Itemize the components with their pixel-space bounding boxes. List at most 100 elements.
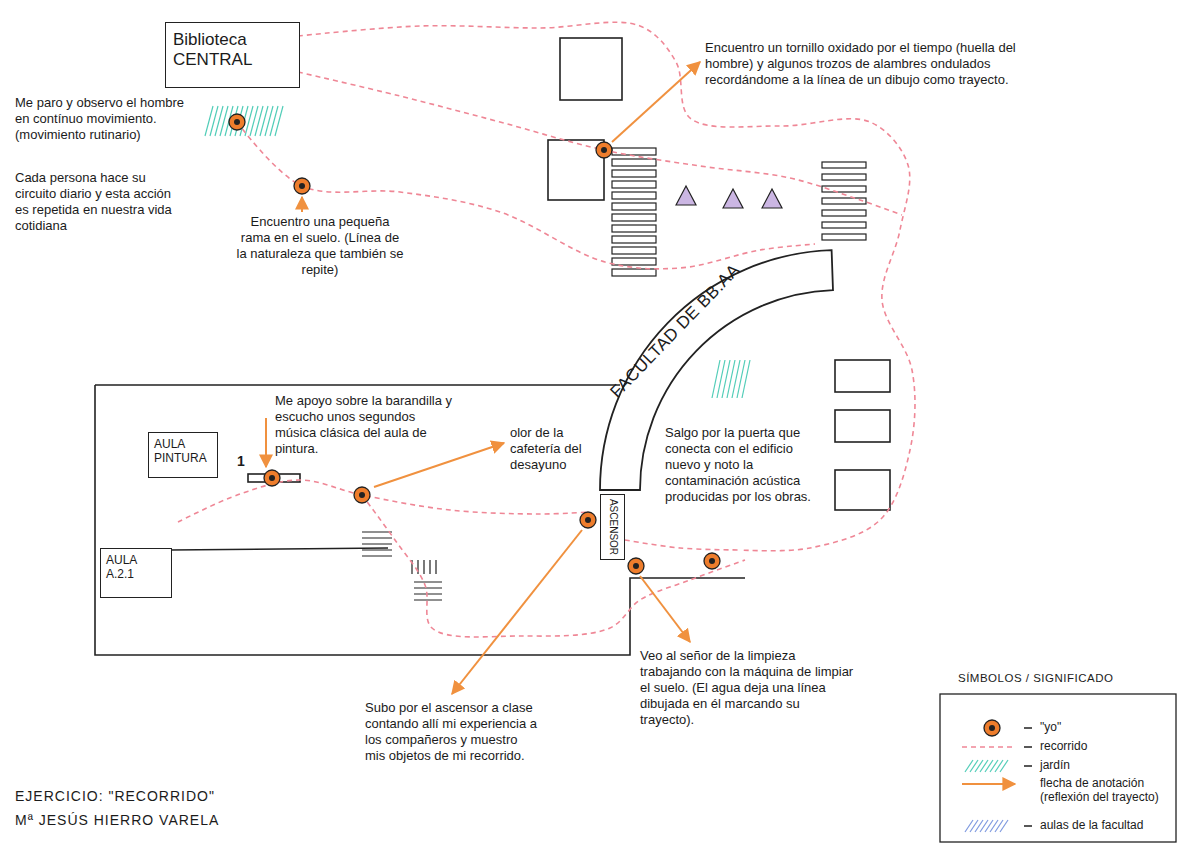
legend-frame bbox=[1024, 728, 1032, 826]
stairs bbox=[362, 148, 866, 600]
elevator-box: ASCENSOR bbox=[600, 494, 625, 560]
callout-number: 1 bbox=[237, 453, 249, 469]
legend-text: flecha de anotación (reflexión del traye… bbox=[1040, 776, 1172, 804]
self-marker bbox=[628, 558, 644, 574]
stairs bbox=[612, 247, 656, 254]
route-line bbox=[298, 22, 915, 551]
stairs bbox=[612, 225, 656, 232]
garden-hatch bbox=[742, 360, 750, 398]
self-marker bbox=[633, 563, 639, 569]
annotation-arrow bbox=[265, 418, 267, 467]
self-marker bbox=[354, 487, 370, 503]
stairs bbox=[612, 203, 656, 210]
self-marker bbox=[264, 470, 280, 486]
self-marker bbox=[234, 119, 240, 125]
annotation-note: Subo por el ascensor a clase contando al… bbox=[365, 700, 540, 764]
annotation-note: Veo al señor de la limpieza trabajando c… bbox=[640, 648, 855, 728]
legend-title: SÍMBOLOS / SIGNIFICADO bbox=[958, 670, 1173, 686]
annotation-note: Encuentro un tornillo oxidado por el tie… bbox=[705, 40, 1035, 88]
stairs bbox=[612, 148, 656, 155]
garden-hatch bbox=[1000, 820, 1008, 832]
tree-triangles bbox=[676, 186, 782, 208]
building-outline bbox=[835, 410, 890, 442]
legend-frame bbox=[940, 694, 1176, 842]
self-marker bbox=[269, 475, 275, 481]
self-marker bbox=[984, 720, 1000, 736]
annotation-note: Salgo por la puerta que conecta con el e… bbox=[665, 425, 825, 505]
stairs bbox=[822, 198, 866, 204]
building-outline bbox=[835, 470, 890, 510]
self-marker bbox=[984, 720, 1000, 736]
tree-triangles bbox=[676, 186, 696, 205]
route-line bbox=[625, 540, 740, 550]
annotation-note: Encuentro una pequeña rama en el suelo. … bbox=[235, 214, 405, 278]
building-outline bbox=[835, 360, 890, 392]
stairs bbox=[612, 159, 656, 166]
legend-text: jardín bbox=[1040, 758, 1172, 772]
stairs bbox=[822, 210, 866, 216]
legend-text: "yo" bbox=[1040, 720, 1172, 734]
self-marker bbox=[294, 178, 310, 194]
self-marker bbox=[989, 725, 995, 731]
garden-hatch bbox=[275, 106, 283, 136]
stairs bbox=[822, 174, 866, 180]
node-label: Biblioteca CENTRAL bbox=[173, 30, 288, 69]
stairs bbox=[822, 234, 866, 240]
self-marker bbox=[294, 178, 310, 194]
building-outline bbox=[95, 38, 890, 655]
node-label: ASCENSOR bbox=[608, 499, 618, 555]
stairs bbox=[612, 269, 656, 276]
classroom-box: AULA A.2.1 bbox=[100, 548, 172, 598]
annotation-arrow bbox=[374, 443, 504, 487]
stairs bbox=[612, 258, 656, 265]
stairs bbox=[822, 162, 866, 168]
stairs bbox=[612, 170, 656, 177]
self-marker bbox=[596, 142, 612, 158]
self-marker bbox=[585, 517, 591, 523]
stairs bbox=[612, 214, 656, 221]
route-line bbox=[178, 22, 915, 637]
self-marker bbox=[580, 512, 596, 528]
self-marker bbox=[601, 147, 607, 153]
self-marker bbox=[229, 114, 245, 130]
garden-hatch bbox=[205, 106, 1008, 832]
building-outline bbox=[560, 38, 622, 100]
legend-text: aulas de la facultad bbox=[1040, 818, 1172, 832]
self-marker bbox=[709, 558, 715, 564]
self-marker bbox=[229, 114, 245, 130]
stairs bbox=[612, 236, 656, 243]
legend-route-sample bbox=[962, 746, 1015, 748]
self-marker bbox=[628, 558, 644, 574]
self-marker bbox=[580, 512, 596, 528]
annotation-note: Me apoyo sobre la barandilla y escucho u… bbox=[275, 393, 455, 457]
tree-triangles bbox=[762, 189, 782, 208]
annotation-arrow bbox=[452, 530, 582, 694]
exercise-title: EJERCICIO: "RECORRIDO" bbox=[15, 788, 295, 804]
legend-arrow-sample bbox=[962, 783, 1015, 785]
self-marker bbox=[354, 487, 370, 503]
annotation-arrow bbox=[301, 197, 303, 212]
route-line bbox=[298, 72, 902, 215]
self-marker bbox=[704, 553, 720, 569]
self-marker bbox=[359, 492, 365, 498]
annotation-arrow bbox=[612, 62, 700, 142]
node-label: FACULTAD DE BB.AA bbox=[607, 261, 743, 401]
stairs bbox=[362, 532, 442, 600]
self-marker bbox=[596, 142, 612, 158]
annotation-arrow bbox=[640, 576, 690, 642]
legend-route-sample bbox=[962, 746, 1015, 748]
library-box: Biblioteca CENTRAL bbox=[165, 22, 300, 88]
route-line bbox=[178, 480, 590, 522]
annotation-note: olor de la cafetería del desayuno bbox=[510, 425, 596, 473]
stairs bbox=[612, 192, 656, 199]
tree-triangles bbox=[723, 189, 743, 208]
annotation-note: Cada persona hace su circuito diario y e… bbox=[15, 170, 187, 234]
self-marker bbox=[299, 183, 305, 189]
legend-frame bbox=[940, 694, 1176, 842]
stairs bbox=[822, 222, 866, 228]
author-name: Mª JESÚS HIERRO VARELA bbox=[15, 812, 295, 828]
